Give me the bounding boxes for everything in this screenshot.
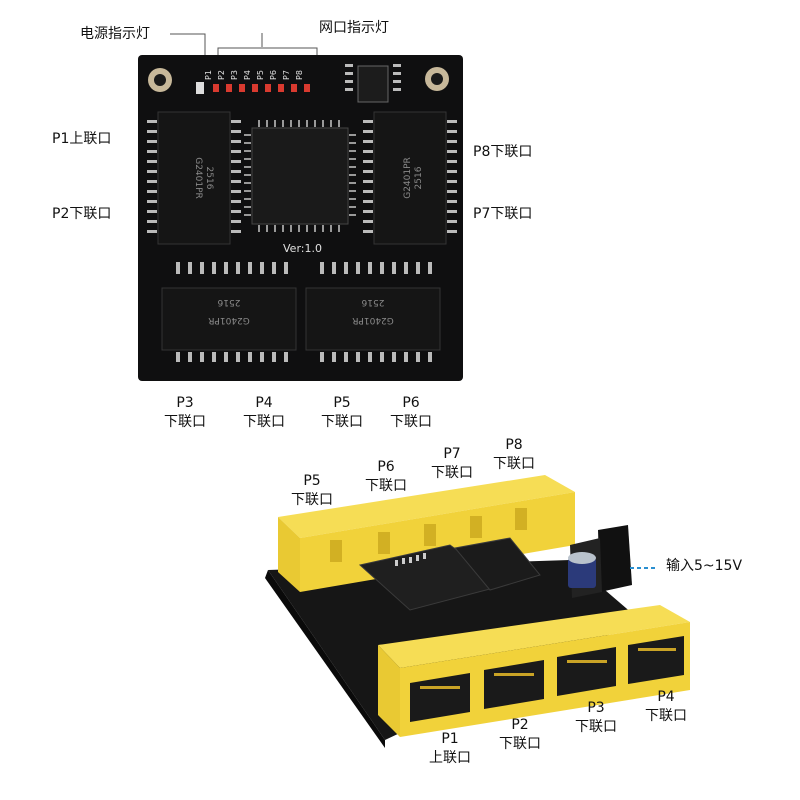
back-port-housing-top	[278, 475, 575, 538]
port-led-callout-label: 网口指示灯	[319, 20, 389, 36]
switch-photo	[265, 475, 690, 748]
chip-left	[147, 111, 241, 245]
front-port-housing-top	[378, 605, 690, 668]
chip-bottom-right	[305, 262, 441, 362]
chip-main	[244, 120, 356, 232]
pcb-board	[138, 55, 463, 381]
top-port-label-p2: P2下联口	[52, 206, 112, 222]
top-port-label-p1: P1上联口	[52, 131, 112, 147]
top-port-label-p7: P7下联口	[473, 206, 533, 222]
rj45-openings	[410, 636, 684, 722]
power-led-callout-label: 电源指示灯	[80, 26, 150, 42]
top-port-label-p8: P8下联口	[473, 144, 533, 160]
chip-right	[363, 111, 457, 245]
power-input-label: 输入5~15V	[666, 558, 743, 574]
led-row	[196, 82, 310, 94]
chip-bottom-left	[161, 262, 297, 362]
